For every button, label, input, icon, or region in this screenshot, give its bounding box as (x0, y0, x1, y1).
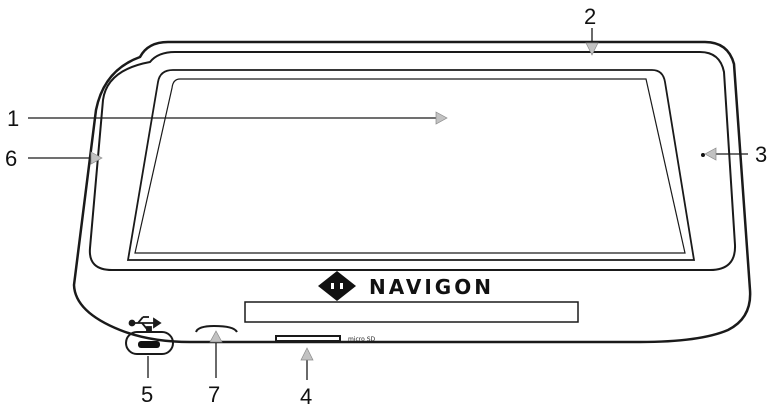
usb-port (125, 331, 174, 355)
callout-3: 3 (755, 142, 767, 167)
usb-port-opening (138, 341, 160, 348)
screen-frame (126, 69, 696, 261)
usb-icon (128, 316, 162, 332)
callout-7: 7 (208, 382, 220, 407)
bottom-panel (244, 301, 579, 323)
callout-5: 5 (141, 382, 153, 407)
device-inner-bezel (88, 51, 737, 271)
reset-button (195, 324, 238, 333)
navigon-diamond-icon (318, 271, 356, 301)
callout-1: 1 (7, 106, 19, 131)
device-outer-body (72, 40, 752, 344)
micro-sd-label: micro SD (348, 336, 376, 343)
callout-2: 2 (584, 4, 596, 29)
touch-screen (134, 78, 686, 254)
brand-logo-text: NAVIGON (369, 275, 494, 299)
micro-sd-slot (275, 335, 341, 342)
callout-6: 6 (5, 146, 17, 171)
light-sensor (701, 153, 705, 157)
callout-4: 4 (300, 384, 312, 409)
